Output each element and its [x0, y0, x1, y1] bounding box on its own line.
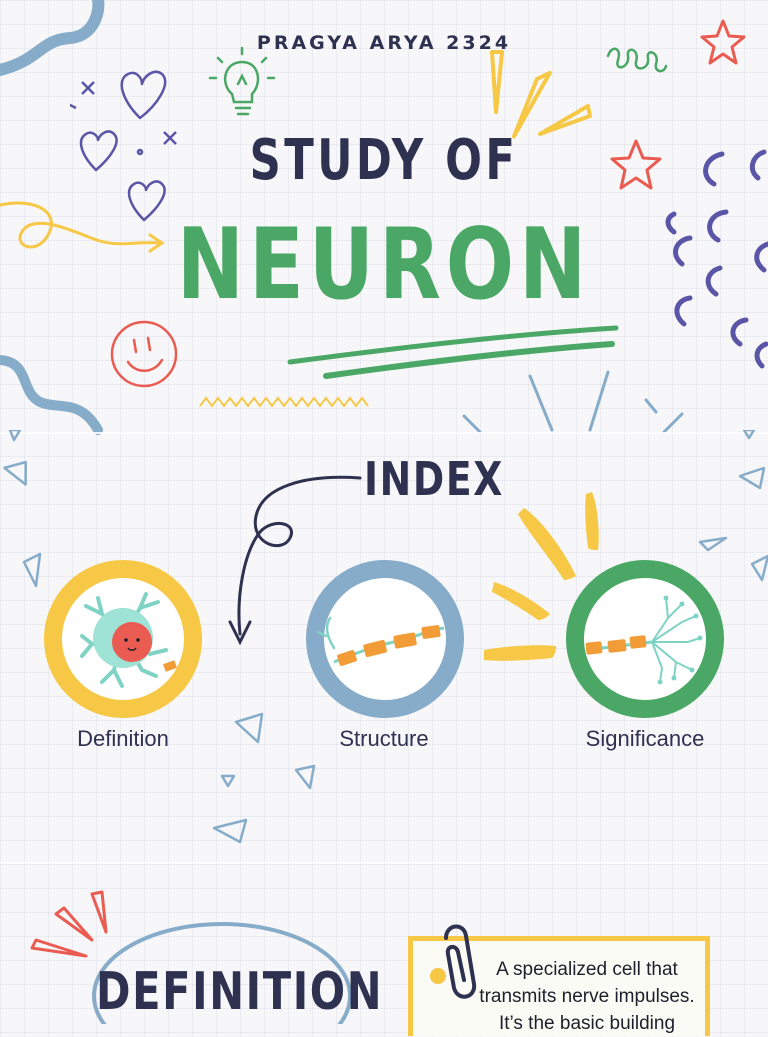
blue-ribbon-top-left [0, 0, 105, 76]
yellow-zigzag [199, 396, 369, 408]
index-label-structure[interactable]: Structure [339, 726, 429, 751]
hearts-doodle [70, 70, 177, 222]
myelin-sheath-segments [585, 635, 647, 655]
smiley-face-icon [110, 320, 178, 388]
axon-terminals [651, 597, 701, 683]
significance-circle[interactable] [564, 558, 726, 720]
definition-heading: DEFINITION [96, 962, 384, 1022]
author-name: PRAGYA ARYA 2324 [256, 32, 512, 54]
index-label-definition[interactable]: Definition [77, 726, 169, 751]
cell-nucleus [112, 622, 152, 662]
myelin-sheath-segments [337, 625, 441, 666]
blue-ribbon-left [0, 355, 103, 435]
index-heading: INDEX [364, 452, 504, 506]
definition-text-line: A specialized cell that [496, 959, 678, 980]
yellow-pin-dot [430, 968, 446, 984]
red-star-icon [700, 19, 746, 65]
definition-circle[interactable] [42, 558, 204, 720]
definition-text-line: transmits nerve impulses. [479, 986, 695, 1007]
yellow-burst-shapes [484, 492, 599, 661]
title-study-of: STUDY OF [249, 128, 519, 193]
definition-text: A specialized cell that transmits nerve … [462, 956, 712, 1037]
red-burst-lines [30, 890, 108, 958]
green-brush-underline [287, 325, 619, 379]
index-label-significance[interactable]: Significance [585, 726, 705, 751]
blue-oval-doodle [92, 922, 352, 1024]
purple-crescents-doodle [665, 149, 768, 369]
section-divider [0, 862, 768, 864]
title-neuron: NEURON [176, 208, 592, 322]
structure-circle[interactable] [304, 558, 466, 720]
red-star-icon [610, 139, 662, 190]
yellow-arrow-doodle [0, 201, 165, 253]
green-loop-doodle [606, 47, 668, 73]
yellow-burst-lines [490, 50, 592, 139]
section-divider [0, 432, 768, 434]
curly-arrow [228, 475, 362, 646]
lightbulb-icon [208, 46, 276, 116]
blue-burst-lines [462, 370, 684, 434]
triangle-doodles [3, 430, 768, 844]
paper-clip-icon [444, 924, 477, 999]
